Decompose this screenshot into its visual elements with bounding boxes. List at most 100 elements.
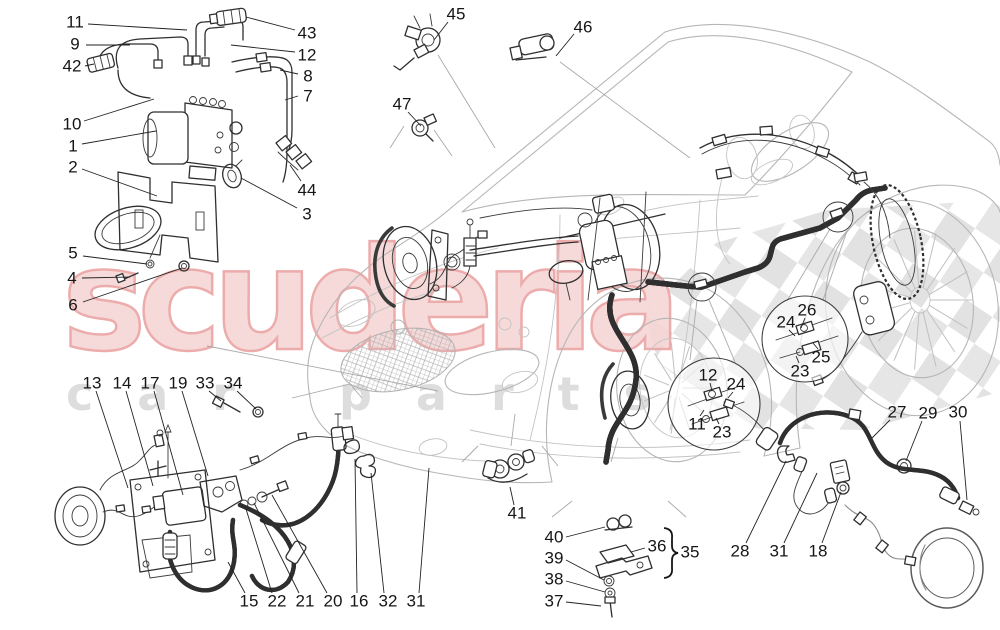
callout-number-46: 46 <box>574 18 593 37</box>
callout-leader-37 <box>565 601 602 607</box>
callout-number-44: 44 <box>298 181 317 200</box>
callout-leader-24 <box>788 329 796 337</box>
callout-leader-23 <box>795 355 800 364</box>
callout-leader-41 <box>509 486 515 506</box>
callout-number-18: 18 <box>809 542 828 561</box>
nut-29 <box>896 458 912 474</box>
connector-43 <box>208 7 247 27</box>
callout-leader-14 <box>125 390 154 487</box>
callout-number-20: 20 <box>324 592 343 611</box>
callout-leader-45 <box>433 21 449 41</box>
bracket-group-35 <box>595 514 679 618</box>
callout-leader-25 <box>812 342 819 350</box>
callout-number-42: 42 <box>63 57 82 76</box>
wheel-spoke <box>644 374 670 386</box>
callout-leader-42 <box>84 63 95 67</box>
callout-number-34: 34 <box>224 374 243 393</box>
brake-booster-assembly <box>451 191 666 303</box>
callout-leader-13 <box>95 390 129 489</box>
trident-badge <box>390 319 406 335</box>
brace-35 <box>663 527 679 579</box>
callout-leader-12 <box>709 382 713 392</box>
callout-leader-36 <box>630 547 646 553</box>
callout-number-27: 27 <box>888 403 907 422</box>
part-46 <box>509 33 555 61</box>
callout-leader-2 <box>81 168 158 197</box>
wheel-spoke <box>928 304 968 329</box>
callout-number-19: 19 <box>169 374 188 393</box>
callout-leader-32 <box>370 472 385 594</box>
callout-number-12: 12 <box>298 46 317 65</box>
bolt-37 <box>609 600 613 618</box>
callout-number-25: 25 <box>812 348 831 367</box>
callout-leader-27 <box>871 419 891 439</box>
callout-leader-6 <box>82 267 183 303</box>
callout-number-30: 30 <box>949 403 968 422</box>
wheel-spoke <box>928 271 968 296</box>
callout-number-28: 28 <box>731 542 750 561</box>
callout-number-17: 17 <box>141 374 160 393</box>
callout-leader-5 <box>82 255 148 265</box>
washer-39 <box>603 575 615 587</box>
callout-number-26: 26 <box>798 301 817 320</box>
callout-number-8: 8 <box>303 67 312 86</box>
brake-pipes-8-7 <box>231 51 293 183</box>
front-wheel-caliper <box>599 362 615 420</box>
part-45 <box>393 13 441 71</box>
callout-leader-44 <box>289 164 302 182</box>
callout-leader-11 <box>699 409 705 417</box>
callout-leader-40 <box>565 526 606 538</box>
callout-leader-21 <box>253 502 300 594</box>
callout-leader-34 <box>236 390 257 410</box>
abs-mounting-bracket <box>94 171 219 284</box>
callout-leader-3 <box>240 177 298 209</box>
callout-number-45: 45 <box>447 5 466 24</box>
callout-number-6: 6 <box>68 296 77 315</box>
callout-number-10: 10 <box>63 115 82 134</box>
callout-number-24: 24 <box>727 375 746 394</box>
callout-number-24: 24 <box>777 313 796 332</box>
callout-leader-28 <box>745 460 787 544</box>
callout-leader-18 <box>821 491 842 544</box>
abs-hydraulic-unit <box>97 19 244 181</box>
callout-leader-30 <box>959 420 968 501</box>
callout-number-41: 41 <box>508 504 527 523</box>
pipe-junction-highlights <box>687 201 854 302</box>
detail-circle-front <box>667 357 761 451</box>
callout-number-13: 13 <box>83 374 102 393</box>
callout-number-15: 15 <box>240 592 259 611</box>
callout-number-47: 47 <box>393 95 412 114</box>
wheel-spoke <box>914 230 920 288</box>
callout-number-16: 16 <box>350 592 369 611</box>
callout-number-35: 35 <box>681 543 700 562</box>
callout-leader-24 <box>727 391 734 399</box>
wheel-spoke <box>922 312 937 367</box>
callout-number-14: 14 <box>113 374 132 393</box>
callout-leader-39 <box>565 559 605 581</box>
callout-number-7: 7 <box>303 87 312 106</box>
callout-leader-33 <box>208 390 222 402</box>
wheel-spoke <box>653 352 672 381</box>
callout-number-33: 33 <box>196 374 215 393</box>
callout-leader-22 <box>245 508 273 594</box>
clip-28 <box>776 445 796 464</box>
part-41 <box>482 449 536 483</box>
callout-leader-10 <box>83 98 155 122</box>
wheel-spoke <box>926 309 956 353</box>
nut-6 <box>178 260 190 272</box>
nut-18 <box>836 481 850 495</box>
wheel-spoke <box>893 311 916 361</box>
callout-leader-17 <box>153 390 184 496</box>
clip-40 <box>604 526 633 531</box>
clip-42 <box>86 52 116 73</box>
callout-number-1: 1 <box>68 137 77 156</box>
callout-number-43: 43 <box>298 24 317 43</box>
clip-strip-44 <box>275 134 313 171</box>
callout-leader-20 <box>271 494 328 594</box>
callout-leader-23 <box>715 417 720 425</box>
callout-number-21: 21 <box>296 592 315 611</box>
callout-leader-7 <box>284 95 299 101</box>
callout-leader-29 <box>905 420 923 462</box>
